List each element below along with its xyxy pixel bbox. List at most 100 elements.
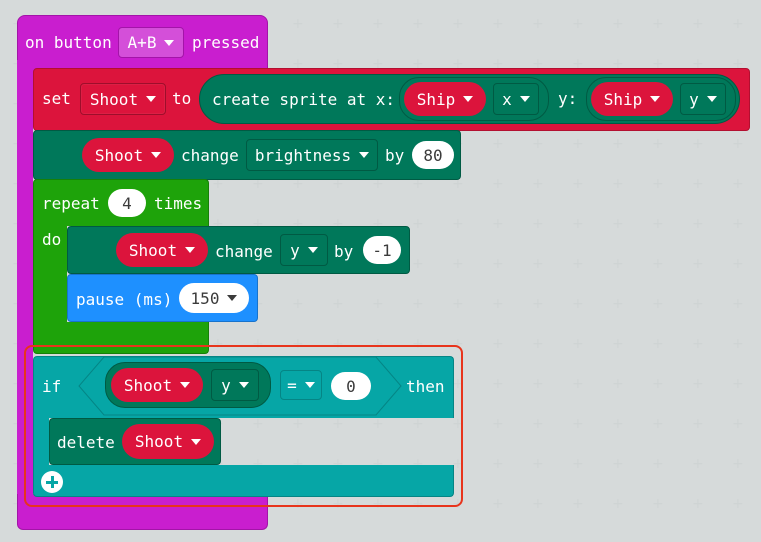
create-sprite-label: create sprite at x: [212,89,396,109]
grid-cross: + [452,216,464,232]
grid-cross: + [332,56,344,72]
grid-cross: + [292,336,304,352]
grid-cross: + [332,216,344,232]
grid-cross: + [572,416,584,432]
grid-cross: + [652,56,664,72]
grid-cross: + [652,216,664,232]
grid-cross: + [212,176,224,192]
grid-cross: + [332,496,344,512]
compare-value-input[interactable]: 0 [331,372,371,400]
grid-cross: + [532,416,544,432]
grid-cross: + [732,176,744,192]
grid-cross: + [492,176,504,192]
grid-cross: + [452,296,464,312]
on-button-pressed-footer [17,494,268,530]
grid-cross: + [492,56,504,72]
grid-cross: + [492,216,504,232]
then-label: then [406,377,445,396]
grid-cross: + [292,496,304,512]
change-y-by-label: by [334,242,354,261]
brightness-value-input[interactable]: 80 [412,141,454,169]
grid-cross: + [692,376,704,392]
grid-cross: + [732,336,744,352]
grid-cross: + [652,16,664,32]
grid-cross: + [612,16,624,32]
change-y-sprite[interactable]: Shoot [116,233,208,267]
grid-cross: + [452,376,464,392]
chevron-down-icon [706,96,717,102]
grid-cross: + [412,56,424,72]
brightness-property-dropdown[interactable]: brightness [246,139,378,171]
grid-cross: + [532,376,544,392]
grid-cross: + [652,176,664,192]
on-button-label: on button [25,33,112,52]
button-dropdown[interactable]: A+B [118,27,184,58]
grid-cross: + [532,296,544,312]
grid-cross: + [332,296,344,312]
grid-cross: + [572,296,584,312]
x-property-dropdown[interactable]: x [493,83,539,115]
grid-cross: + [332,16,344,32]
pause-value-dropdown[interactable]: 150 [179,283,249,313]
change-y-property-dropdown[interactable]: y [280,234,328,266]
grid-cross: + [292,456,304,472]
do-label: do [42,230,62,249]
grid-cross: + [612,416,624,432]
repeat-count: 4 [122,193,132,213]
operator-dropdown[interactable]: = [280,370,322,400]
y-property-dropdown[interactable]: y [680,83,726,115]
x-property-value: x [502,89,512,109]
if-sprite[interactable]: Shoot [111,368,203,402]
if-body-arm [33,416,49,468]
brightness-sprite-name: Shoot [94,145,144,165]
if-sprite-name: Shoot [123,375,173,395]
grid-cross: + [332,336,344,352]
grid-cross: + [572,496,584,512]
delete-sprite[interactable]: Shoot [122,424,214,459]
ship-x-sprite[interactable]: Ship [404,82,486,116]
to-label: to [172,89,192,108]
grid-cross: + [692,136,704,152]
chevron-down-icon [227,295,238,301]
chevron-down-icon [650,96,661,102]
grid-cross: + [412,416,424,432]
grid-cross: + [532,496,544,512]
grid-cross: + [292,16,304,32]
grid-cross: + [732,456,744,472]
if-property-dropdown[interactable]: y [211,369,259,401]
grid-cross: + [372,56,384,72]
pause-label: pause (ms) [76,290,173,309]
change-y-value: -1 [372,240,392,260]
grid-cross: + [492,256,504,272]
grid-cross: + [492,496,504,512]
grid-cross: + [212,216,224,232]
grid-cross: + [572,256,584,272]
grid-cross: + [292,296,304,312]
grid-cross: + [612,176,624,192]
brightness-sprite[interactable]: Shoot [82,138,174,172]
grid-cross: + [292,56,304,72]
repeat-count-input[interactable]: 4 [108,189,146,217]
grid-cross: + [572,376,584,392]
grid-cross: + [492,16,504,32]
grid-cross: + [572,176,584,192]
chevron-down-icon [180,382,191,388]
grid-cross: + [372,216,384,232]
repeat-label: repeat [42,194,100,213]
change-y-value-input[interactable]: -1 [363,236,401,264]
ship-y-sprite[interactable]: Ship [591,82,673,116]
grid-cross: + [612,496,624,512]
grid-cross: + [652,336,664,352]
grid-cross: + [372,16,384,32]
chevron-down-icon [238,382,249,388]
grid-cross: + [652,296,664,312]
brightness-value: 80 [423,145,443,165]
variable-dropdown[interactable]: Shoot [80,83,166,115]
grid-cross: + [612,216,624,232]
grid-cross: + [372,336,384,352]
grid-cross: + [412,256,424,272]
grid-cross: + [532,456,544,472]
add-else-button[interactable] [41,471,63,493]
pause-value: 150 [190,288,220,308]
grid-cross: + [612,256,624,272]
